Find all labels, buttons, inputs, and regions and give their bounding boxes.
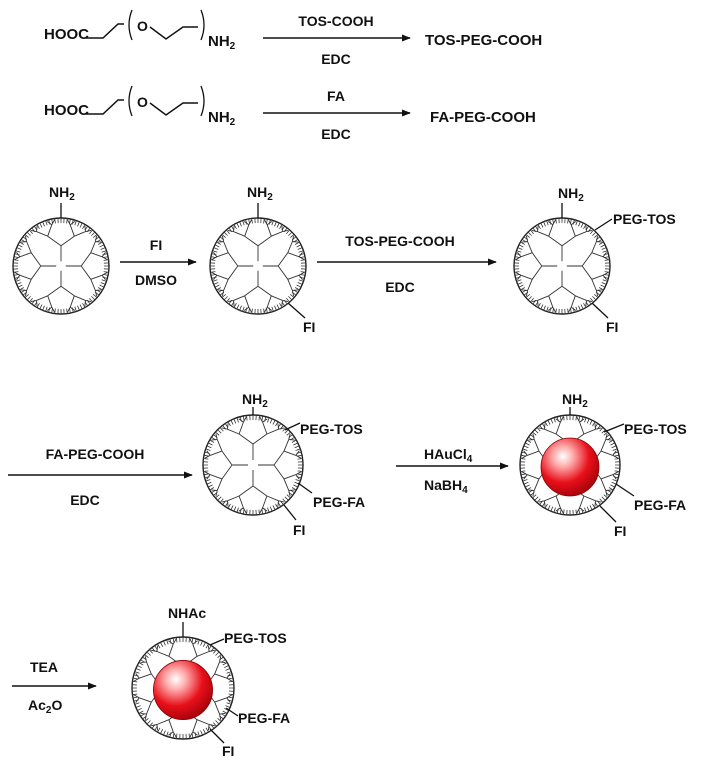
surface-line bbox=[209, 638, 225, 646]
fi-label: FI bbox=[222, 743, 234, 759]
reagent-ac2o: Ac2O bbox=[28, 697, 62, 716]
surface-line bbox=[599, 505, 617, 523]
peg-chain-bond bbox=[86, 23, 124, 39]
reagent-dmso: DMSO bbox=[135, 272, 177, 288]
fi-label: FI bbox=[303, 319, 315, 335]
dendrimer-6: NHAc PEG-TOS PEG-FA FI bbox=[131, 605, 290, 759]
surface-line bbox=[603, 423, 625, 433]
step-fi-dmso: FI DMSO bbox=[120, 237, 197, 288]
amine-label: NH2 bbox=[558, 185, 584, 204]
reagent-edc: EDC bbox=[70, 492, 100, 508]
surface-line bbox=[287, 302, 306, 319]
dendrimer-body bbox=[131, 636, 235, 740]
fi-label: FI bbox=[606, 319, 618, 335]
gold-nanoparticle-core bbox=[540, 437, 600, 497]
gold-nanoparticle-core bbox=[153, 660, 213, 720]
reagent-tea: TEA bbox=[30, 659, 58, 675]
reagent-nabh4: NaBH4 bbox=[424, 477, 468, 496]
dendrimer-4: NH2 PEG-TOS PEG-FA FI bbox=[202, 391, 365, 538]
reagent-tos-peg-cooh: TOS-PEG-COOH bbox=[345, 233, 454, 249]
branch-structure bbox=[204, 416, 302, 514]
branch-structure bbox=[14, 219, 108, 313]
dendrimer-3: NH2 PEG-TOS FI bbox=[513, 185, 676, 335]
amine-label: NH2 bbox=[562, 391, 588, 410]
reagent-edc: EDC bbox=[321, 126, 351, 142]
reagent-haucl4: HAuCl4 bbox=[424, 446, 473, 465]
peg-repeat-bonds bbox=[149, 26, 198, 40]
surface-line bbox=[283, 504, 297, 521]
branch-structure bbox=[211, 219, 305, 313]
dendrimer-5: NH2 PEG-TOS PEG-FA FI bbox=[519, 391, 687, 539]
nhac-label: NHAc bbox=[168, 605, 206, 621]
amine-terminal: NH2 bbox=[208, 33, 236, 52]
repeat-bracket-right bbox=[200, 9, 205, 41]
reagent-fi: FI bbox=[150, 237, 162, 253]
reactant-hooc: HOOC bbox=[44, 102, 89, 119]
surface-line bbox=[209, 728, 225, 744]
ether-oxygen: O bbox=[137, 18, 148, 34]
dendrimer-body bbox=[202, 414, 304, 516]
surface-ticks bbox=[210, 218, 306, 314]
peg-fa-label: PEG-FA bbox=[313, 494, 365, 510]
peg-tos-label: PEG-TOS bbox=[613, 211, 676, 227]
amine-label: NH2 bbox=[247, 184, 273, 203]
dendrimer-body bbox=[12, 217, 110, 315]
repeat-bracket-left bbox=[128, 9, 133, 41]
peg-tos-label: PEG-TOS bbox=[224, 630, 287, 646]
dendrimer-body bbox=[519, 414, 621, 516]
reagent-edc: EDC bbox=[321, 51, 351, 67]
surface-ticks bbox=[132, 637, 234, 739]
ether-oxygen: O bbox=[137, 94, 148, 110]
product-tos-peg-cooh: TOS-PEG-COOH bbox=[425, 32, 542, 49]
peg-reaction-2: HOOC O NH2 FA EDC FA-PEG-COOH bbox=[44, 85, 536, 142]
step-haucl4: HAuCl4 NaBH4 bbox=[396, 446, 509, 496]
peg-repeat-bonds bbox=[149, 102, 198, 116]
surface-line bbox=[284, 422, 301, 431]
repeat-bracket-right bbox=[200, 85, 205, 117]
peg-fa-label: PEG-FA bbox=[238, 710, 290, 726]
surface-line bbox=[594, 218, 613, 231]
reagent-tos-cooh: TOS-COOH bbox=[298, 13, 373, 29]
surface-ticks bbox=[13, 218, 109, 314]
surface-line bbox=[615, 483, 635, 497]
surface-ticks bbox=[514, 218, 610, 314]
dendrimer-body bbox=[209, 217, 307, 315]
amine-terminal: NH2 bbox=[208, 109, 236, 128]
reagent-edc: EDC bbox=[385, 279, 415, 295]
amine-label: NH2 bbox=[49, 184, 75, 203]
step-tea-ac2o: TEA Ac2O bbox=[12, 659, 97, 716]
surface-line bbox=[297, 482, 313, 494]
peg-chain-bond bbox=[86, 99, 124, 115]
surface-ticks bbox=[203, 415, 303, 515]
reactant-hooc: HOOC bbox=[44, 26, 89, 43]
peg-reaction-1: HOOC O NH2 TOS-COOH EDC TOS-PEG-COOH bbox=[44, 9, 542, 67]
reagent-fa: FA bbox=[327, 88, 345, 104]
peg-tos-label: PEG-TOS bbox=[624, 421, 687, 437]
surface-line bbox=[591, 302, 609, 319]
dendrimer-2: NH2 FI bbox=[209, 184, 315, 335]
product-fa-peg-cooh: FA-PEG-COOH bbox=[430, 109, 536, 126]
surface-line bbox=[225, 707, 239, 717]
peg-tos-label: PEG-TOS bbox=[300, 421, 363, 437]
reagent-fa-peg-cooh: FA-PEG-COOH bbox=[46, 446, 145, 462]
amine-label: NH2 bbox=[242, 391, 268, 410]
fi-label: FI bbox=[293, 522, 305, 538]
branch-structure bbox=[515, 219, 609, 313]
step-tos-peg: TOS-PEG-COOH EDC bbox=[317, 233, 497, 295]
fi-label: FI bbox=[614, 523, 626, 539]
surface-ticks bbox=[520, 415, 620, 515]
peg-fa-label: PEG-FA bbox=[634, 497, 686, 513]
repeat-bracket-left bbox=[128, 85, 133, 117]
dendrimer-body bbox=[513, 217, 611, 315]
dendrimer-1: NH2 bbox=[12, 184, 110, 315]
step-fa-peg: FA-PEG-COOH EDC bbox=[8, 446, 193, 508]
